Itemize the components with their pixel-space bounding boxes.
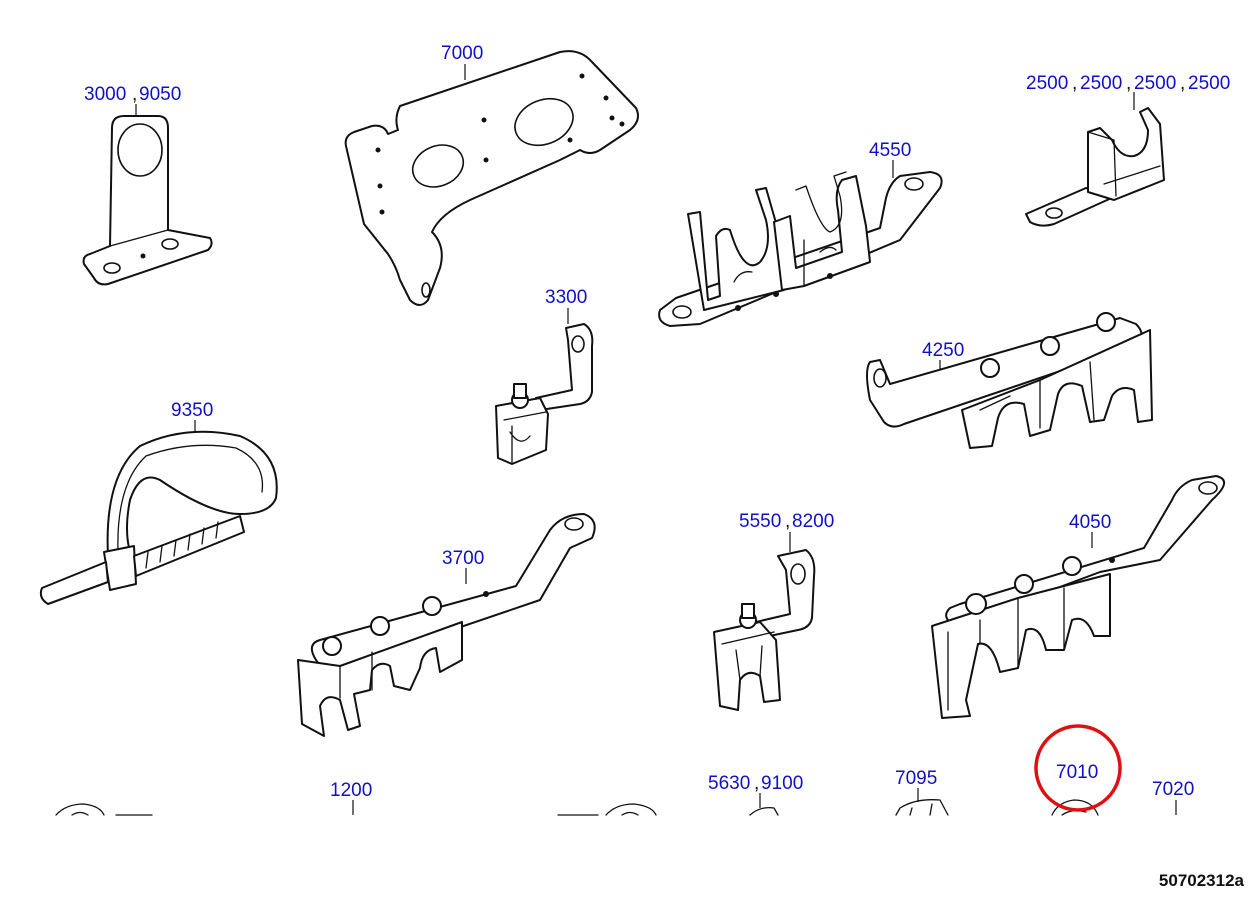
callout-separator: , xyxy=(754,773,759,794)
callout-4550[interactable]: 4550 xyxy=(869,140,911,161)
part-5630-9100-cropped[interactable] xyxy=(749,793,779,816)
callout-7020[interactable]: 7020 xyxy=(1152,779,1194,800)
highlight-ring xyxy=(1034,724,1122,812)
part-1200-cropped[interactable] xyxy=(55,800,657,816)
callout-4250[interactable]: 4250 xyxy=(922,340,964,361)
callout-3700[interactable]: 3700 xyxy=(442,548,484,569)
callout-7010[interactable]: 7010 xyxy=(1056,762,1098,783)
callout-7000[interactable]: 7000 xyxy=(441,43,483,64)
callout-1200[interactable]: 1200 xyxy=(330,780,372,801)
callout-2500-a[interactable]: 2500 xyxy=(1026,73,1068,94)
callout-9100[interactable]: 9100 xyxy=(761,773,803,794)
part-4250-bracket-with-clips[interactable] xyxy=(866,312,1153,449)
callout-5630[interactable]: 5630 xyxy=(708,773,750,794)
callout-2500-b[interactable]: 2500 xyxy=(1080,73,1122,94)
part-3300-small-bracket-clip[interactable] xyxy=(495,308,594,465)
callout-2500-c[interactable]: 2500 xyxy=(1134,73,1176,94)
callout-3000[interactable]: 3000 xyxy=(84,84,126,105)
part-4050-bracket-with-three-clips[interactable] xyxy=(931,475,1225,719)
part-7000-mounting-plate[interactable] xyxy=(344,50,639,306)
part-3700-bracket-with-three-clips[interactable] xyxy=(297,513,596,737)
callout-2500-d[interactable]: 2500 xyxy=(1188,73,1230,94)
part-3000-9050-angle-bracket[interactable] xyxy=(82,104,213,286)
part-7095-cropped[interactable] xyxy=(895,788,949,816)
part-5550-8200-bracket-clip[interactable] xyxy=(713,532,816,711)
callout-separator: , xyxy=(1126,73,1131,94)
callout-8200[interactable]: 8200 xyxy=(792,511,834,532)
callout-5550[interactable]: 5550 xyxy=(739,511,781,532)
callout-separator: , xyxy=(785,511,790,532)
callout-4050[interactable]: 4050 xyxy=(1069,512,1111,533)
callout-separator: , xyxy=(1180,73,1185,94)
callout-7095[interactable]: 7095 xyxy=(895,768,937,789)
part-9350-cable-tie[interactable] xyxy=(39,420,278,605)
drawing-number: 50702312a xyxy=(1158,871,1244,890)
callout-separator: , xyxy=(1072,73,1077,94)
callout-9050[interactable]: 9050 xyxy=(139,84,181,105)
callout-3300[interactable]: 3300 xyxy=(545,287,587,308)
callout-separator: , xyxy=(132,84,137,105)
part-2500-single-clip[interactable] xyxy=(1025,92,1165,227)
callout-9350[interactable]: 9350 xyxy=(171,400,213,421)
part-4550-triple-clip-bracket[interactable] xyxy=(658,160,943,327)
